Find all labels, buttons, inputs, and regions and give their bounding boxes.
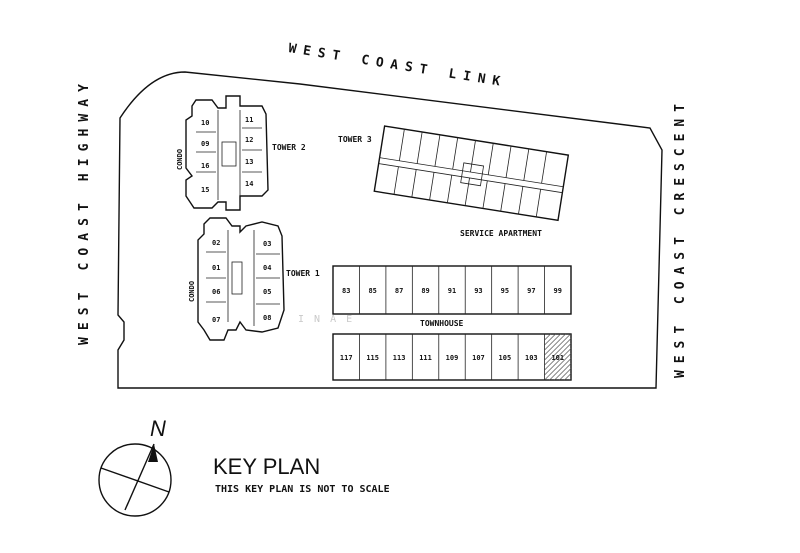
townhouse-unit: 99: [554, 287, 562, 295]
tower-2-unit: 11: [245, 116, 253, 124]
townhouse-unit: 113: [393, 354, 406, 362]
townhouse-unit: 117: [340, 354, 353, 362]
tower-2-unit: 16: [201, 162, 209, 170]
townhouse-unit: 93: [474, 287, 482, 295]
townhouse-unit: 101: [551, 354, 564, 362]
townhouse-unit: 107: [472, 354, 485, 362]
tower-2-block: 10 09 16 15 11 12 13 14 CONDO: [176, 95, 269, 211]
tower-1-unit: 07: [212, 316, 220, 324]
key-plan-title: KEY PLAN: [213, 454, 320, 479]
townhouse-unit: 89: [421, 287, 429, 295]
hatch-line: [544, 338, 572, 366]
tower-1-label: TOWER 1: [286, 269, 320, 278]
north-arrow-label: N: [150, 416, 166, 441]
hatch-line: [544, 333, 566, 356]
tower-2-unit: 13: [245, 158, 253, 166]
townhouse-unit: 109: [446, 354, 459, 362]
hatch-line: [544, 353, 572, 381]
townhouse-unit: 111: [419, 354, 432, 362]
tower-3-label: TOWER 3: [338, 135, 372, 144]
hatch-line: [544, 333, 551, 341]
townhouse-unit: 95: [501, 287, 509, 295]
townhouse-label: TOWNHOUSE: [420, 319, 464, 328]
townhouse-unit: 91: [448, 287, 456, 295]
tower-1-unit: 02: [212, 239, 220, 247]
townhouse-unit: 115: [366, 354, 379, 362]
tower-2-unit: 10: [201, 119, 209, 127]
hatch-line: [559, 368, 572, 381]
site-boundary: [117, 71, 663, 389]
tower-1-unit: 03: [263, 240, 271, 248]
hatch-line: [544, 333, 561, 351]
condo-label-lower: CONDO: [188, 281, 196, 302]
hatch-line: [544, 333, 571, 361]
townhouse-unit: 83: [342, 287, 350, 295]
townhouse-row-top: 83 85 87 89 91 93 95 97 99: [332, 265, 572, 315]
watermark: I N A E: [298, 314, 354, 325]
hatch-line: [549, 358, 572, 381]
hatch-line: [544, 343, 572, 371]
road-label-east: WEST COAST CRESCENT: [673, 103, 688, 378]
tower-2-unit: 14: [245, 180, 253, 188]
service-apartment-label: SERVICE APARTMENT: [460, 229, 542, 238]
hatch-line: [564, 373, 572, 381]
tower-1-block: 02 01 06 07 03 04 05 08 CONDO: [188, 217, 285, 341]
north-arrow-icon: [98, 443, 172, 517]
tower-1-unit: 06: [212, 288, 220, 296]
townhouse-unit: 97: [527, 287, 535, 295]
townhouse-unit: 103: [525, 354, 538, 362]
road-label-north: WEST COAST LINK: [287, 41, 502, 89]
tower-1-unit: 01: [212, 264, 220, 272]
hatch-line: [554, 363, 572, 381]
tower-1-unit: 08: [263, 314, 271, 322]
key-plan-note: THIS KEY PLAN IS NOT TO SCALE: [215, 484, 390, 495]
hatch-line: [544, 333, 556, 346]
tower-2-label: TOWER 2: [272, 143, 306, 152]
townhouse-unit: 85: [368, 287, 376, 295]
tower-3-block: [373, 125, 570, 222]
tower-1-unit: 04: [263, 264, 271, 272]
townhouse-unit: 87: [395, 287, 403, 295]
tower-2-unit: 15: [201, 186, 209, 194]
tower-1-unit: 05: [263, 288, 271, 296]
condo-label-upper: CONDO: [176, 149, 184, 170]
hatch-line: [544, 348, 572, 376]
road-label-west: WEST COAST HIGHWAY: [77, 83, 92, 345]
townhouse-row-bottom: 117 115 113 111 109 107 105 103 101: [332, 333, 572, 381]
townhouse-unit: 105: [499, 354, 512, 362]
tower-2-unit: 12: [245, 136, 253, 144]
hatch-line: [569, 378, 572, 381]
tower-2-unit: 09: [201, 140, 209, 148]
